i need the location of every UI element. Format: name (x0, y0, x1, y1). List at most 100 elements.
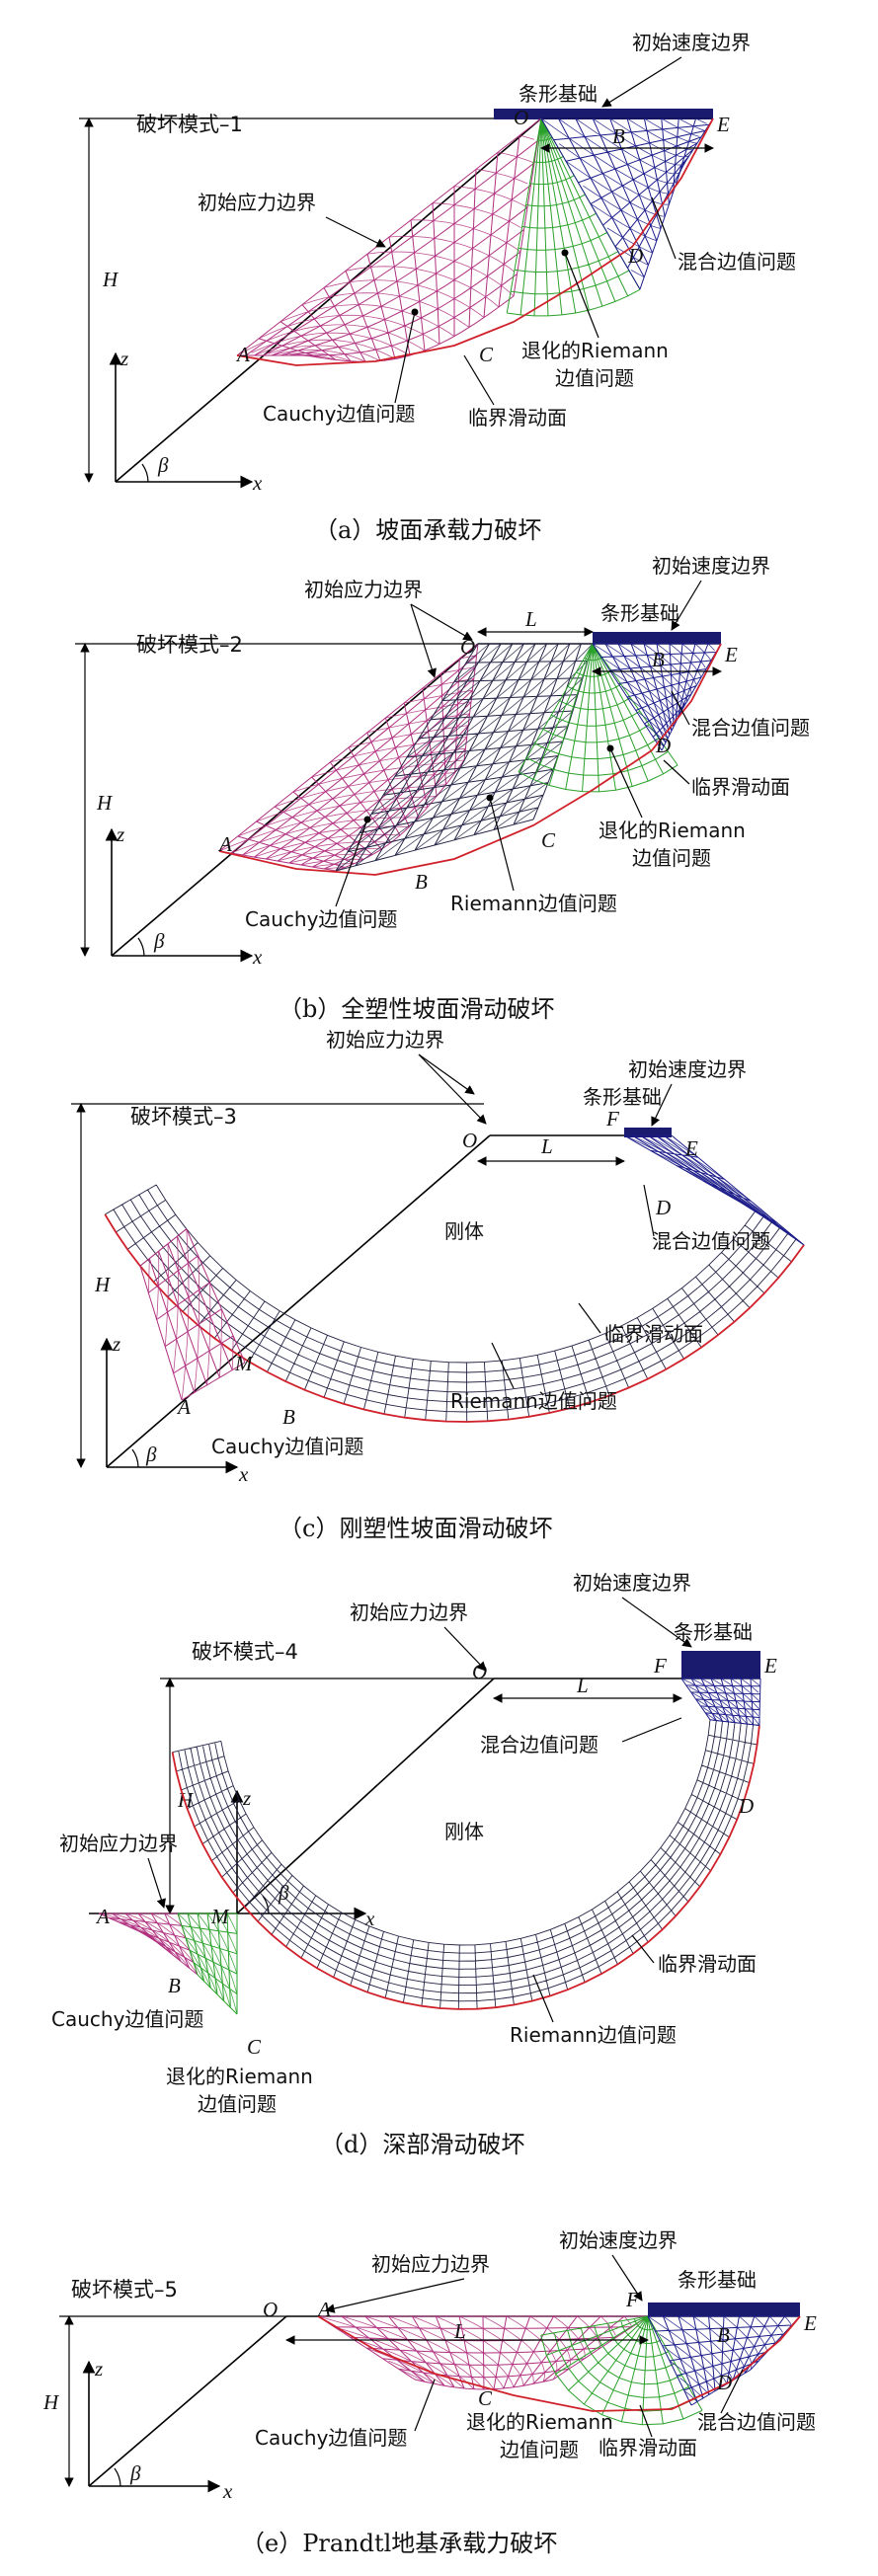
point-b: B (168, 1974, 181, 1997)
slope-line (115, 117, 542, 483)
beta-arc (141, 463, 149, 483)
h-label: H (96, 791, 114, 815)
point-e: E (716, 113, 730, 136)
leader (631, 1934, 655, 1964)
mode-label: 破坏模式–4 (192, 1640, 298, 1664)
degenerate-riemann-zone-diagonals (177, 1912, 238, 2015)
riemann-zone-diagonals (335, 643, 594, 872)
mode-label: 破坏模式–2 (136, 633, 243, 657)
point-m: M (210, 1905, 230, 1928)
mixed-zone (680, 1678, 761, 1726)
leader (639, 2404, 653, 2438)
leader (611, 2254, 643, 2302)
point-e: E (684, 1136, 698, 1160)
leader (410, 603, 437, 678)
critical-slip-surface (171, 1725, 760, 2010)
leader (418, 1054, 475, 1095)
riemann-band (172, 1719, 760, 2010)
slope-line (88, 2315, 287, 2487)
leader (147, 1857, 166, 1909)
panel-c: 破坏模式–3 x z β H L O F E D M A B 初始应力边界 初始… (71, 1028, 805, 1542)
critical-slip-surface (317, 2315, 801, 2412)
point-f: F (625, 2288, 639, 2311)
strip-footing (681, 1651, 760, 1678)
leader (491, 1342, 515, 1389)
mixed-zone-diagonals (623, 1134, 805, 1246)
leader (643, 1184, 655, 1237)
strip-footing (494, 109, 713, 119)
marker-dot (606, 744, 614, 752)
point-o: O (462, 1129, 477, 1152)
point-f: F (653, 1654, 667, 1678)
slope-line (106, 1134, 491, 1468)
label-footing: 条形基础 (519, 82, 598, 106)
marker-dot (561, 249, 569, 257)
marker-dot (411, 308, 419, 316)
x-label: x (364, 1907, 375, 1930)
leader (418, 1054, 487, 1125)
point-c: C (479, 343, 494, 366)
leader (325, 2278, 465, 2313)
slip-field-mesh (104, 1134, 805, 1423)
mode-label: 破坏模式–1 (136, 113, 243, 136)
label-stress-boundary-2: 初始应力边界 (59, 1832, 178, 1855)
cauchy-zone (139, 1228, 246, 1401)
label-rigid-body: 刚体 (444, 1219, 484, 1243)
label-footing: 条形基础 (678, 2268, 757, 2292)
label-stress-boundary: 初始应力边界 (350, 1600, 468, 1624)
label-bvp: 边值问题 (632, 846, 711, 870)
label-mixed-bvp: 混合边值问题 (697, 2410, 816, 2434)
x-label: x (252, 471, 263, 495)
l-label: L (540, 1134, 553, 1158)
leader (564, 252, 599, 339)
label-degenerate-riemann: 退化的Riemann (166, 2065, 313, 2088)
point-e: E (803, 2311, 817, 2335)
point-d: D (627, 244, 643, 268)
h-label: H (42, 2390, 60, 2414)
cauchy-zone-diagonals (237, 118, 541, 361)
slip-field-mesh (219, 643, 721, 876)
z-label: z (94, 2357, 103, 2381)
panel-b: 破坏模式–2 x z β H L B O E D A C B 初始应力边界 初始… (75, 554, 810, 1023)
point-e: E (763, 1654, 777, 1678)
label-cauchy-bvp: Cauchy边值问题 (211, 1435, 363, 1458)
marker-dot (486, 794, 494, 802)
label-footing: 条形基础 (600, 601, 679, 625)
label-velocity-boundary: 初始速度边界 (628, 1057, 747, 1081)
label-mixed-bvp: 混合边值问题 (691, 716, 810, 740)
riemann-band (104, 1184, 805, 1423)
caption-a: （a）坡面承载力破坏 (314, 516, 541, 544)
beta-label: β (145, 1443, 157, 1466)
panel-a: 破坏模式–1 x z β H B O E D A C 初始速度边界 条形基础 初… (79, 31, 796, 544)
cauchy-zone (98, 1912, 199, 1976)
label-bvp: 边值问题 (500, 2438, 579, 2461)
point-c: C (247, 2035, 262, 2059)
caption-e: （e）Prandtl地基承载力破坏 (241, 2530, 557, 2557)
label-cauchy-bvp: Cauchy边值问题 (245, 907, 397, 931)
label-velocity-boundary: 初始速度边界 (559, 2228, 678, 2252)
z-label: z (242, 1786, 251, 1810)
beta-arc (131, 1448, 139, 1468)
slip-field-mesh (98, 1678, 761, 2015)
leader (651, 196, 677, 260)
caption-d: （d）深部滑动破坏 (320, 2131, 524, 2158)
beta-label: β (157, 453, 169, 477)
label-rigid-body: 刚体 (444, 1820, 484, 1843)
point-a: A (217, 832, 232, 856)
label-riemann-bvp: Riemann边值问题 (450, 1389, 617, 1413)
x-label: x (252, 945, 263, 969)
point-e: E (724, 643, 738, 666)
critical-slip-surface (236, 117, 714, 366)
b-label: B (612, 124, 625, 148)
leader (671, 690, 690, 726)
label-stress-boundary: 初始应力边界 (326, 1028, 444, 1052)
point-m: M (234, 1352, 254, 1375)
point-d: D (738, 1794, 754, 1818)
label-critical-slip: 临界滑动面 (599, 2436, 697, 2459)
caption-b: （b）全塑性坡面滑动破坏 (279, 995, 554, 1023)
label-footing: 条形基础 (674, 1620, 753, 1644)
leader (532, 1974, 554, 2023)
leader (651, 1083, 673, 1127)
leader (621, 1597, 692, 1648)
label-cauchy-bvp: Cauchy边值问题 (51, 2007, 203, 2031)
